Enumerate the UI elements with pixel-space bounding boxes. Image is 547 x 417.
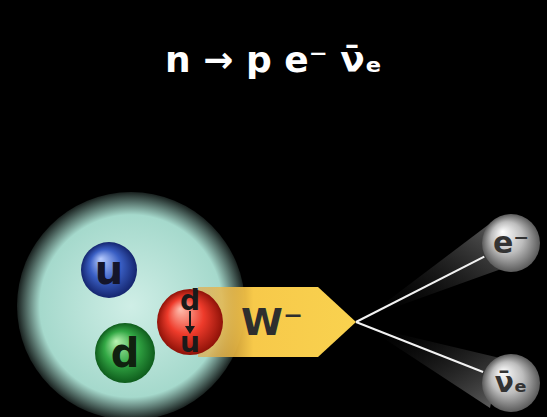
sphere <box>482 214 540 272</box>
sphere <box>95 323 155 383</box>
particle-label: d <box>111 333 140 373</box>
boson-shape <box>198 287 356 357</box>
particle-label: u <box>95 250 123 290</box>
title: n → p e⁻ ν̄ₑ <box>0 40 547 80</box>
particle-label: W⁻ <box>241 303 303 341</box>
lepton-sphere: e⁻ <box>482 214 540 272</box>
neutron-body <box>17 192 245 417</box>
particle-label: ν̄ₑ <box>495 369 527 397</box>
quark-sphere: u <box>81 242 137 298</box>
decay-line <box>356 257 484 322</box>
sphere <box>482 354 540 412</box>
quark-sphere: d <box>95 323 155 383</box>
particle-label: u <box>157 329 223 357</box>
lepton-sphere: ν̄ₑ <box>482 354 540 412</box>
changing-quark: du <box>157 289 223 355</box>
particle-trail <box>365 326 500 408</box>
particle-label: e⁻ <box>493 228 529 258</box>
decay-line <box>356 322 483 372</box>
particle-label: d <box>157 287 223 315</box>
sphere <box>81 242 137 298</box>
